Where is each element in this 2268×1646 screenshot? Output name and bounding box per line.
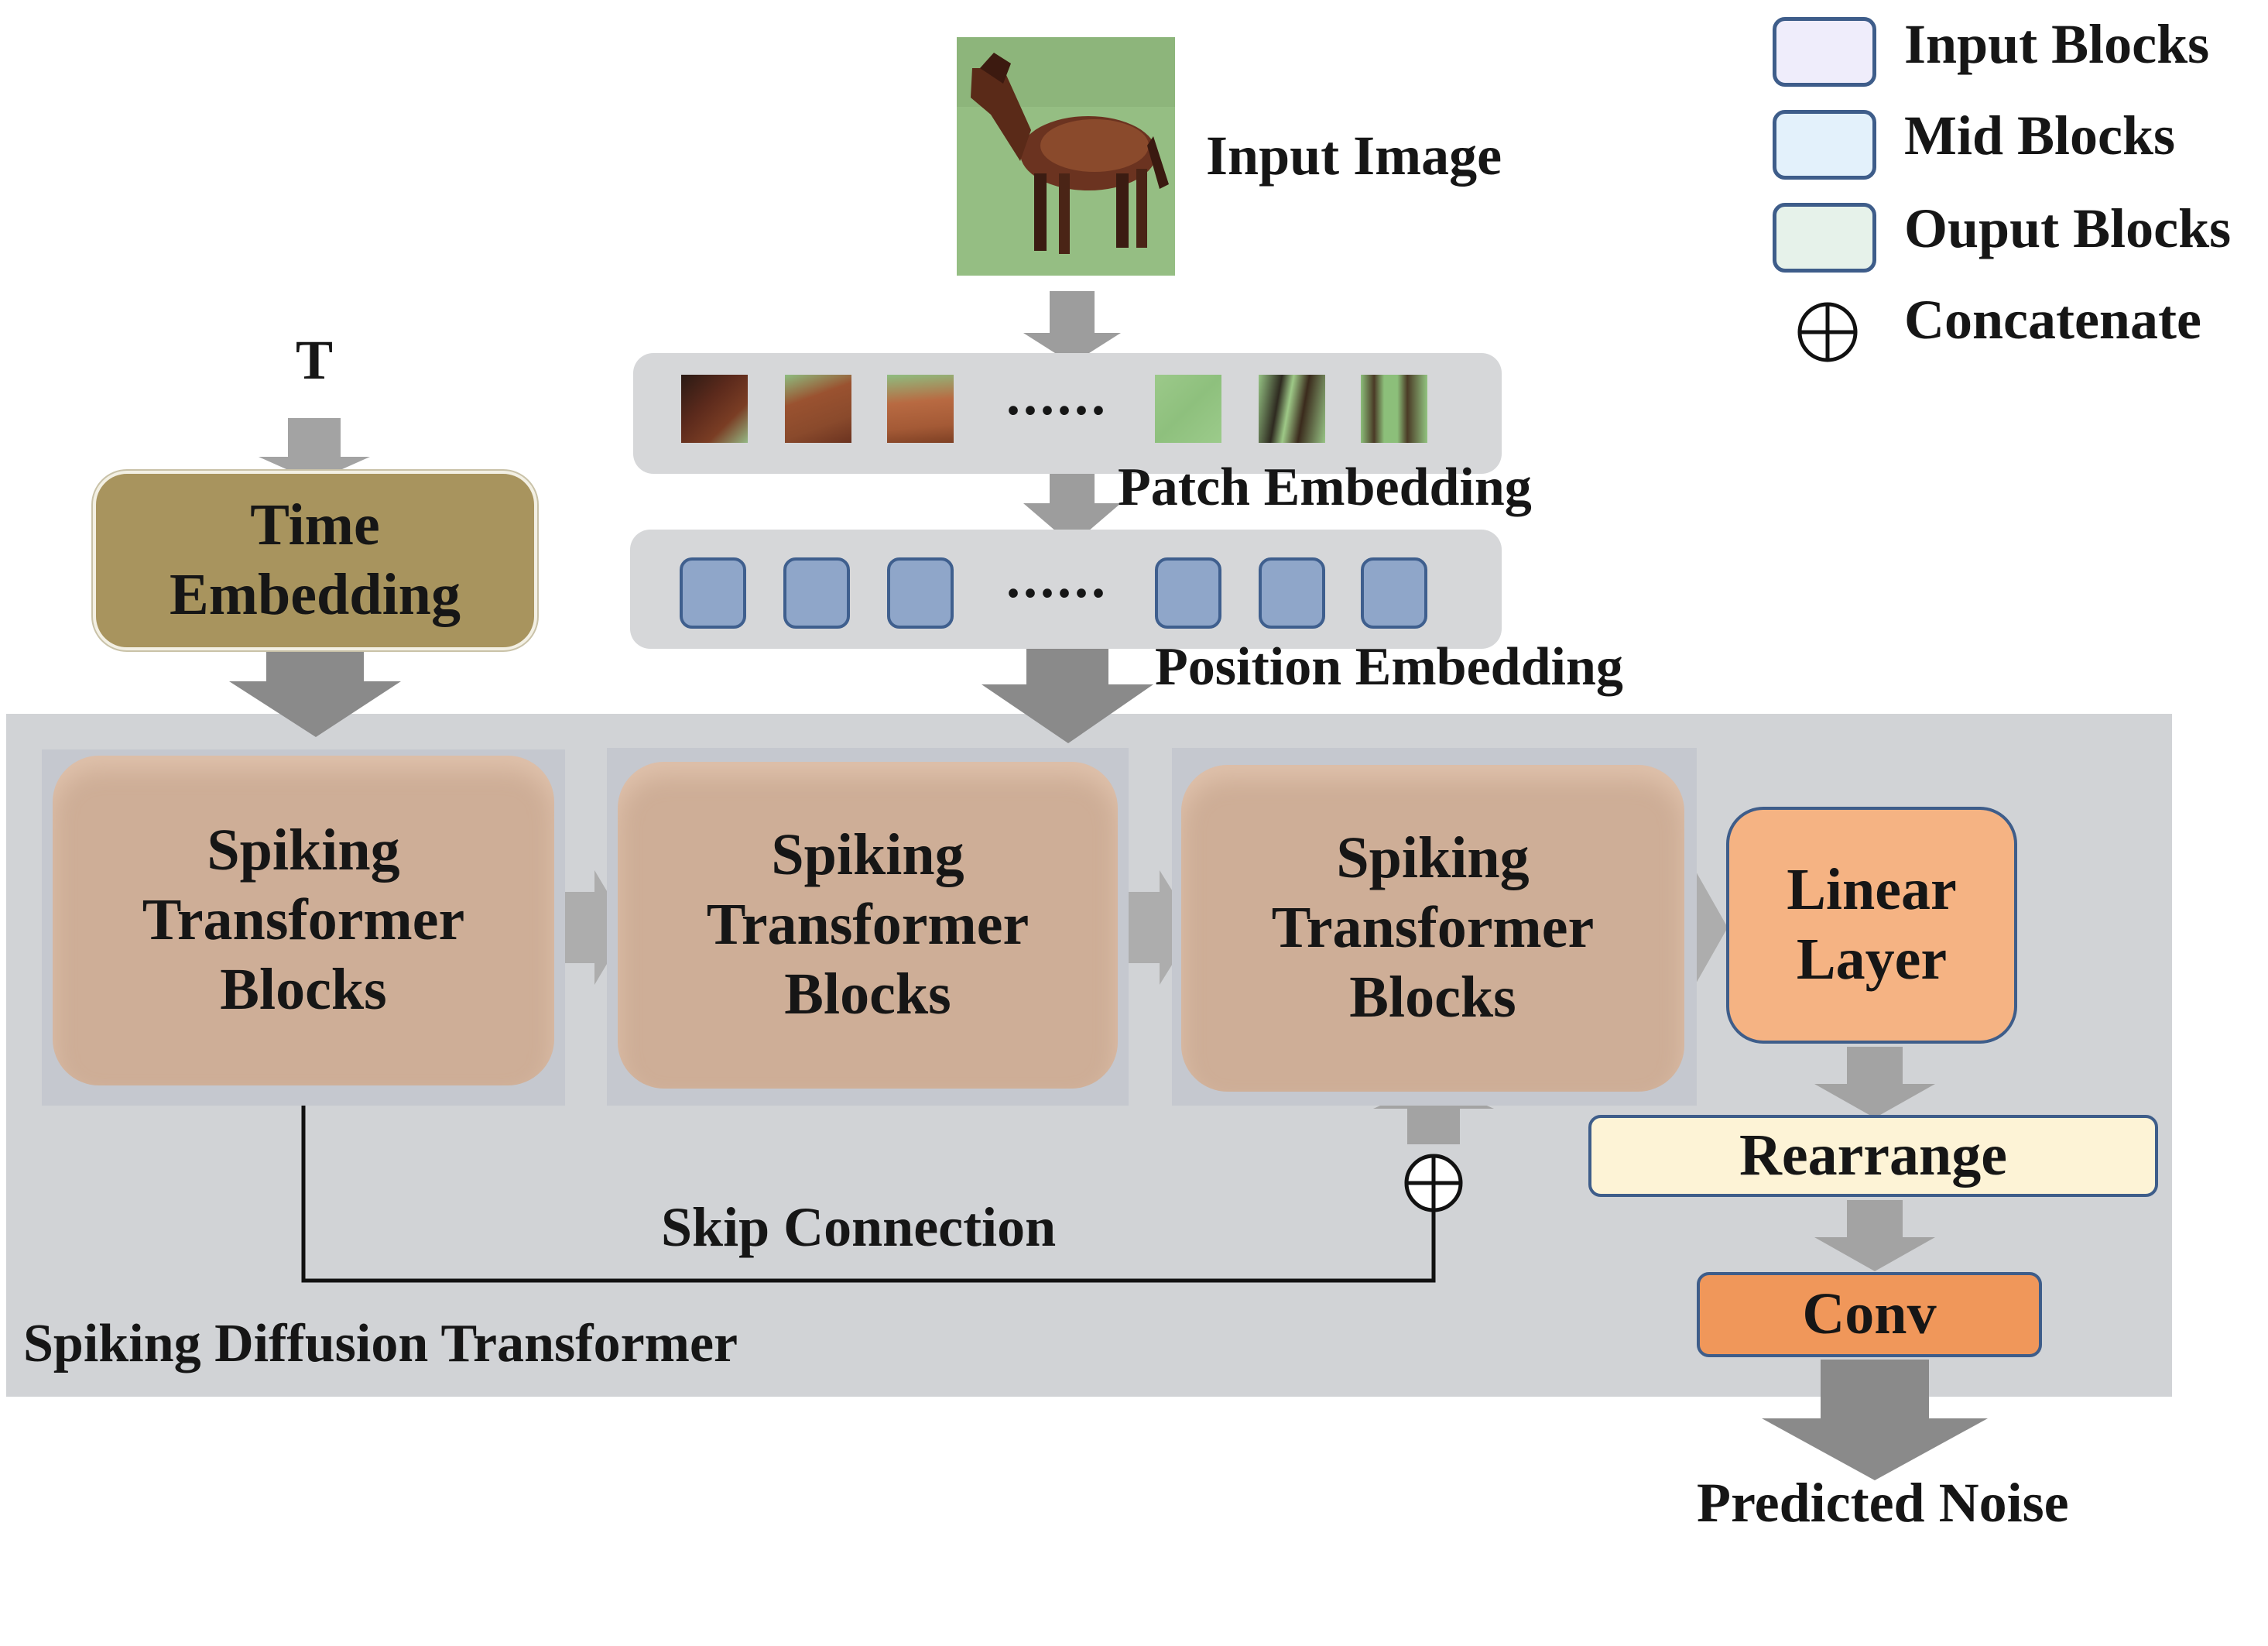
arrow-image-to-patches	[1023, 291, 1121, 364]
position-embedding-label: Position Embedding	[1155, 637, 1623, 697]
token-ellipsis: ......	[1006, 547, 1108, 609]
linear-layer-block: Linear Layer	[1726, 807, 2017, 1044]
arrow-conv-to-output	[1762, 1360, 1988, 1480]
legend-swatch-output	[1773, 203, 1876, 273]
arrow-rearrange-to-conv	[1814, 1200, 1935, 1271]
input-image	[957, 37, 1175, 276]
arrow-time-to-stb1	[229, 647, 401, 737]
conv-block: Conv	[1697, 1272, 2042, 1357]
arrow-patches-to-tokens	[1023, 469, 1121, 545]
patch-embedding-label: Patch Embedding	[1118, 458, 1532, 517]
legend-label-output: Ouput Blocks	[1904, 197, 2232, 259]
rearrange-block: Rearrange	[1588, 1115, 2158, 1197]
patch-tile-5	[1259, 375, 1325, 443]
legend-label-concatenate: Concatenate	[1904, 289, 2201, 351]
concatenate-icon	[1404, 1154, 1463, 1212]
panel-title: Spiking Diffusion Transformer	[23, 1314, 738, 1373]
token-4	[1155, 557, 1221, 629]
arrow-tokens-to-stb2	[982, 633, 1153, 743]
patch-ellipsis: ......	[1006, 365, 1108, 427]
skip-connection-line	[301, 1081, 1436, 1283]
legend-swatch-input	[1773, 17, 1876, 87]
spiking-transformer-block-2: Spiking Transformer Blocks	[618, 762, 1118, 1089]
time-embedding-block: Time Embedding	[93, 471, 537, 650]
token-1	[680, 557, 746, 629]
legend-label-mid: Mid Blocks	[1904, 105, 2176, 166]
token-5	[1259, 557, 1325, 629]
patch-tray	[633, 353, 1502, 474]
patch-tile-4	[1155, 375, 1221, 443]
skip-connection-label: Skip Connection	[661, 1196, 1057, 1258]
patch-tile-2	[785, 375, 851, 443]
horse-illustration	[957, 37, 1175, 276]
predicted-noise-label: Predicted Noise	[1697, 1472, 2069, 1534]
patch-tile-3	[887, 375, 954, 443]
token-2	[783, 557, 850, 629]
arrow-t-to-time	[259, 418, 370, 482]
legend-label-input: Input Blocks	[1904, 13, 2210, 75]
spiking-transformer-block-1: Spiking Transformer Blocks	[53, 756, 554, 1085]
legend-swatch-mid	[1773, 110, 1876, 180]
patch-tile-6	[1361, 375, 1427, 443]
token-6	[1361, 557, 1427, 629]
input-image-label: Input Image	[1206, 125, 1502, 187]
token-3	[887, 557, 954, 629]
circle-plus-icon	[1797, 302, 1858, 362]
token-tray	[630, 530, 1502, 649]
arrow-linear-to-rearrange	[1814, 1047, 1935, 1118]
time-symbol: T	[296, 329, 334, 391]
spiking-transformer-block-3: Spiking Transformer Blocks	[1181, 765, 1684, 1092]
patch-tile-1	[681, 375, 748, 443]
